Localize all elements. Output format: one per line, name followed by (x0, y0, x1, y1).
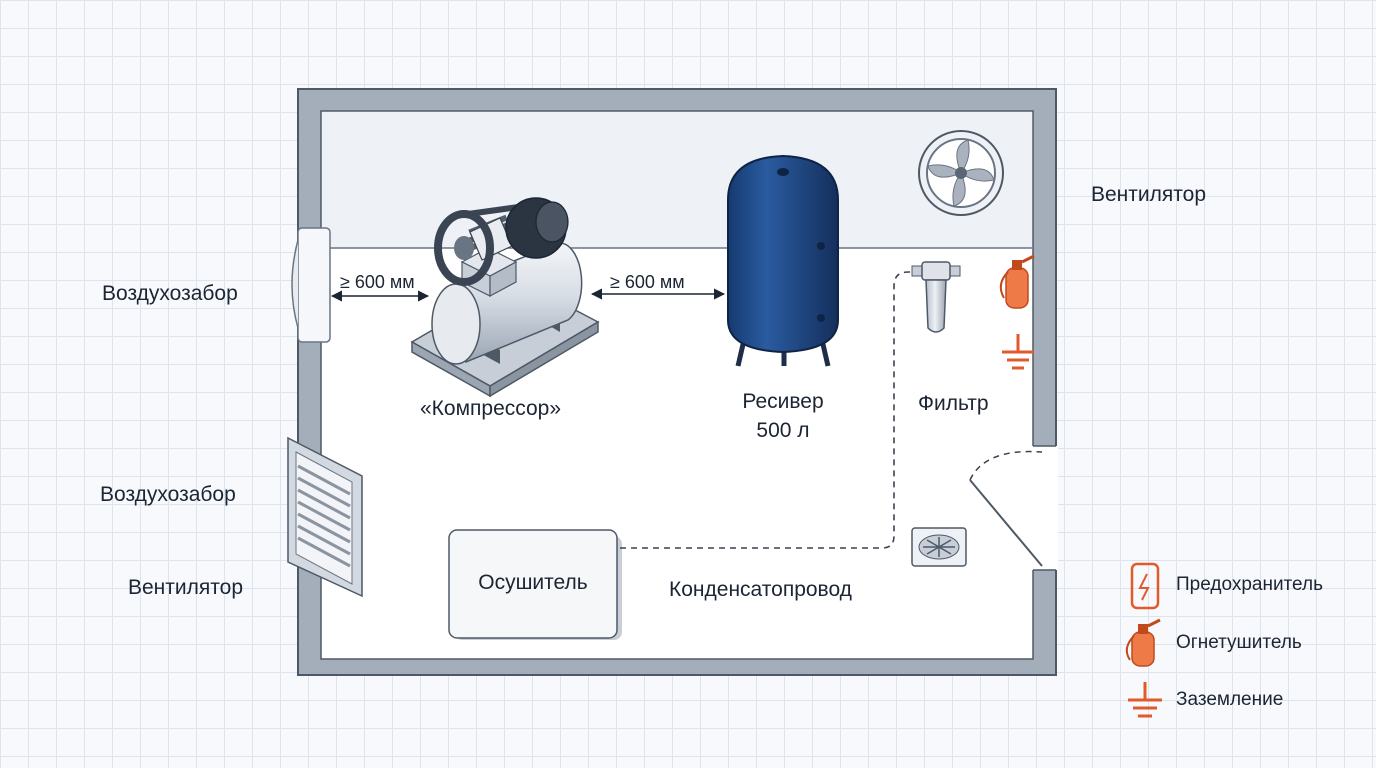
receiver-volume-label: 500 л (756, 419, 810, 442)
ground-symbol-icon (1002, 334, 1034, 370)
louvered-vent-icon (287, 436, 363, 598)
receiver-tank-icon (727, 154, 839, 367)
clearance-right-label: ≥ 600 мм (610, 272, 685, 292)
clearance-left-label: ≥ 600 мм (340, 272, 415, 292)
air-intake-top-label: Воздухозабор (102, 282, 238, 305)
legend-item-extinguisher: Огнетушитель (1176, 632, 1302, 653)
fan-left-label: Вентилятор (128, 576, 243, 599)
extinguisher-icon (1125, 618, 1161, 667)
compressor-icon (410, 197, 600, 398)
air-intake-bottom-label: Воздухозабор (100, 483, 236, 506)
exhaust-fan-icon (918, 130, 1004, 216)
dryer-label: Осушитель (478, 571, 588, 594)
ground-icon (1128, 682, 1162, 718)
condensate-line-label: Конденсатопровод (669, 578, 852, 601)
fan-right-label: Вентилятор (1091, 183, 1206, 206)
filter-label: Фильтр (918, 392, 989, 415)
compressor-label: «Компрессор» (420, 397, 562, 420)
dryer-unit (448, 529, 622, 640)
legend-item-ground: Заземление (1176, 689, 1284, 710)
condensate-line (620, 271, 912, 549)
legend-item-fuse: Предохранитель (1176, 574, 1323, 595)
floor-drain-icon (911, 527, 967, 567)
filter-icon (911, 261, 961, 333)
air-intake-top-icon (291, 227, 331, 343)
fire-extinguisher-icon (999, 254, 1035, 309)
receiver-label: Ресивер (742, 390, 824, 413)
fuse-icon (1130, 562, 1160, 610)
door (969, 450, 1043, 567)
